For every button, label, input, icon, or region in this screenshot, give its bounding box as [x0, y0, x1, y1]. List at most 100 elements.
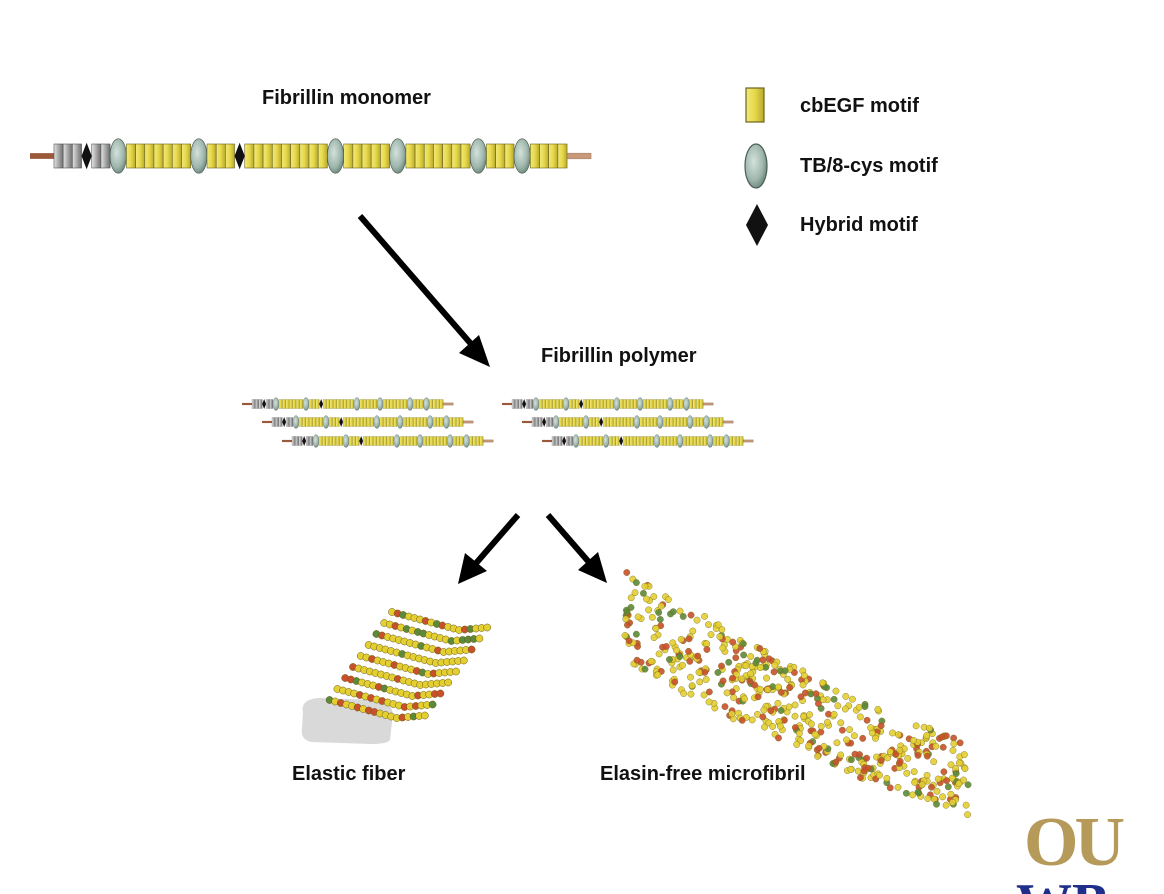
microfibril-bead: [886, 784, 894, 792]
microfibril-bead: [679, 661, 686, 669]
polymer-row2-b-cbegf-domain: [636, 436, 641, 446]
microfibril-bead: [689, 627, 697, 635]
microfibril-bead: [685, 647, 692, 655]
monomer-grey-domain: [53, 143, 64, 169]
arrow-to-elastic-fiber-head: [458, 553, 487, 584]
polymer-row1-b-tb8cys-domain: [552, 415, 560, 429]
polymer-row1-a-cbegf-domain: [360, 417, 364, 427]
polymer-row1-b-grey-domain: [538, 417, 543, 427]
polymer-row1-b-cbegf-domain: [653, 417, 658, 427]
polymer-row0-a-grey-domain: [265, 399, 270, 409]
microfibril-bead: [707, 631, 715, 639]
polymer-row2-a-cbegf-domain: [322, 436, 326, 446]
polymer-row1-b-cbegf-domain: [699, 417, 704, 427]
microfibril-bead: [738, 716, 746, 724]
microfibril-bead: [786, 684, 794, 691]
polymer-row2-b-cbegf-domain: [700, 436, 704, 446]
microfibril-bead: [796, 730, 803, 737]
fibrillin-polymer: [242, 397, 754, 448]
microfibril-bead: [934, 775, 942, 783]
polymer-row2-b-tb8cys-domain: [602, 434, 610, 448]
microfibril-bead: [896, 757, 904, 765]
microfibril-bead: [955, 780, 963, 788]
microfibril-bead: [960, 751, 968, 759]
microfibril-bead: [819, 679, 827, 687]
polymer-row2-b-grey-domain: [558, 436, 563, 446]
polymer-row0-a-cbegf-domain: [336, 399, 341, 409]
monomer-cbegf-domain: [361, 143, 372, 169]
polymer-row1-b-cbegf-domain: [662, 417, 667, 427]
microfibril-bead: [784, 675, 792, 683]
monomer-cbegf-domain: [380, 143, 390, 169]
microfibril-bead: [903, 769, 911, 777]
monomer-cbegf-domain: [225, 143, 235, 169]
polymer-row2-b-cbegf-domain: [703, 436, 708, 446]
microfibril-bead: [952, 770, 960, 777]
polymer-row1-a-cbegf-domain: [312, 417, 317, 427]
microfibril-bead: [950, 734, 958, 742]
elastic-fiber-bead: [467, 645, 476, 654]
microfibril-bead: [944, 783, 952, 791]
polymer-row2-b-tb8cys-domain: [676, 434, 684, 448]
polymer-row2-b-cbegf-domain: [716, 436, 721, 446]
microfibril-bead: [669, 639, 677, 647]
polymer-row1-a-cbegf-domain: [370, 417, 374, 427]
monomer-grey-domain: [62, 143, 73, 169]
polymer-row1-b-cbegf-domain: [595, 417, 600, 427]
microfibril-bead: [949, 798, 956, 806]
polymer-row1-b-cbegf-domain: [572, 417, 577, 427]
monomer-cbegf-domain: [153, 143, 164, 169]
polymer-row0-b-cbegf-domain: [589, 399, 594, 409]
polymer-row2-a-cbegf-domain: [436, 436, 441, 446]
polymer-row2-b-cbegf-domain: [608, 436, 613, 446]
polymer-row2-a-cbegf-domain: [456, 436, 461, 446]
polymer-row0-b-cbegf-domain: [596, 399, 601, 409]
fibrillin-monomer-title: Fibrillin monomer: [262, 87, 431, 109]
microfibril-bead: [771, 661, 779, 669]
polymer-row2-a-cbegf-domain: [426, 436, 431, 446]
microfibril-bead: [955, 759, 963, 767]
microfibril-bead: [742, 662, 750, 670]
microfibril-bead: [830, 711, 838, 718]
monomer-cbegf-domain: [451, 143, 462, 169]
microfibril-bead: [676, 653, 684, 660]
polymer-row2-b-cbegf-domain: [589, 436, 593, 446]
polymer-row2-a-cbegf-domain: [440, 436, 444, 446]
polymer-row2-b-linker-left: [542, 439, 552, 443]
polymer-row1-a-cbegf-domain: [332, 417, 336, 427]
polymer-row0-b-cbegf-domain: [552, 399, 557, 409]
polymer-row0-a-cbegf-domain: [312, 399, 316, 409]
polymer-row1-a-cbegf-domain: [356, 417, 361, 427]
polymer-row1-b-cbegf-domain: [693, 417, 697, 427]
microfibril-bead: [928, 783, 935, 791]
monomer-cbegf-domain: [530, 143, 540, 169]
monomer-cbegf-domain: [504, 143, 515, 169]
polymer-row0-b-cbegf-domain: [656, 399, 661, 409]
microfibril-bead: [777, 707, 785, 714]
polymer-row2-b-linker-right: [742, 439, 754, 443]
microfibril-bead: [623, 608, 631, 616]
polymer-row0-a-grey-domain: [258, 399, 263, 409]
microfibril-bead: [851, 750, 859, 758]
polymer-row2-b-cbegf-domain: [670, 436, 674, 446]
monomer-cbegf-domain: [486, 143, 496, 169]
microfibril-bead: [701, 612, 708, 620]
polymer-row0-a-grey-domain: [251, 399, 256, 409]
polymer-row0-a-cbegf-domain: [439, 399, 444, 409]
microfibril-bead: [841, 705, 849, 713]
microfibril-bead: [723, 689, 731, 697]
polymer-row0-b-cbegf-domain: [689, 399, 693, 409]
monomer-cbegf-domain: [271, 143, 282, 169]
microfibril-bead: [846, 726, 853, 734]
polymer-row2-a-cbegf-domain: [366, 436, 371, 446]
polymer-row1-b-cbegf-domain: [579, 417, 584, 427]
polymer-row1-a-cbegf-domain: [420, 417, 424, 427]
polymer-row0-a-grey-domain: [269, 399, 274, 409]
microfibril-bead: [851, 732, 858, 740]
microfibril-bead: [776, 722, 784, 730]
microfibril-bead: [725, 658, 733, 666]
polymer-row2-b-cbegf-domain: [629, 436, 634, 446]
microfibril-bead: [680, 690, 688, 697]
polymer-row1-b-cbegf-domain: [613, 417, 617, 427]
microfibril-bead: [714, 621, 722, 629]
